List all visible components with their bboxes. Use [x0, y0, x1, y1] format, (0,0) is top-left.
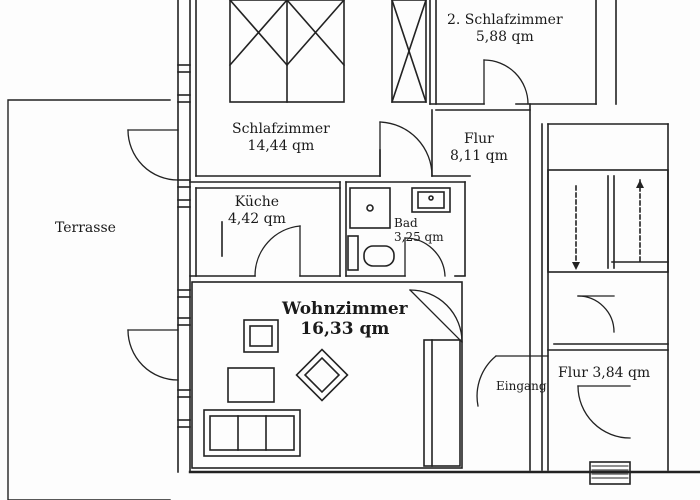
coffee-table: [227, 367, 275, 403]
toilet: [347, 235, 395, 271]
sideboard: [423, 339, 461, 467]
living-room-walls: [188, 281, 700, 474]
kitchen-label: Küche 4,42 qm: [228, 194, 286, 228]
bathroom-name: Bad: [394, 216, 418, 230]
bathroom-area: 3,25 qm: [394, 230, 444, 245]
doors: [127, 59, 631, 439]
bathroom-label: Bad 3,25 qm: [394, 216, 444, 245]
hallway-walls: [431, 103, 543, 471]
shower-tray: [349, 187, 391, 229]
terrace-outline: [7, 99, 171, 500]
hallway-name: Flur: [463, 131, 494, 147]
armchair-seat: [249, 325, 273, 347]
armchair: [243, 319, 279, 353]
bedroom-name: Schlafzimmer: [232, 121, 330, 137]
closet-area: [547, 123, 669, 471]
bedroom-area: 14,44 qm: [247, 137, 315, 154]
second-bedroom-walls: [429, 0, 617, 111]
bedroom-label: Schlafzimmer 14,44 qm: [232, 121, 330, 155]
hallway-label: Flur 8,11 qm: [450, 131, 508, 165]
living-room-area: 16,33 qm: [300, 319, 390, 340]
second-bedroom-name: 2. Schlafzimmer: [447, 12, 563, 28]
second-bedroom-area: 5,88 qm: [475, 28, 534, 45]
sofa: [203, 409, 301, 457]
kitchen-walls: [189, 181, 341, 277]
double-bed: [228, 0, 346, 103]
kitchen-area: 4,42 qm: [228, 210, 286, 227]
wardrobe: [390, 0, 428, 104]
hallway-area: 8,11 qm: [450, 147, 508, 164]
armchair-rotated: [295, 348, 349, 402]
entrance-doormat: [589, 461, 631, 485]
terrace-name: Terrasse: [55, 220, 116, 236]
west-exterior-wall: [177, 0, 191, 473]
closet-arrows: [572, 180, 644, 270]
living-room-label: Wohnzimmer 16,33 qm: [282, 299, 408, 340]
small-hallway-label: Flur 3,84 qm: [558, 365, 650, 382]
washbasin: [411, 187, 451, 213]
bathroom-walls: [345, 181, 466, 277]
terrace-label: Terrasse: [55, 220, 116, 237]
entrance-label: Eingang: [496, 379, 547, 393]
entrance-name: Eingang: [496, 379, 547, 393]
living-room-name: Wohnzimmer: [282, 299, 408, 319]
second-bedroom-label: 2. Schlafzimmer 5,88 qm: [447, 12, 563, 46]
kitchen-name: Küche: [234, 194, 280, 210]
small-hallway-name: Flur 3,84 qm: [558, 365, 651, 381]
shower-drain-icon: [366, 204, 374, 212]
